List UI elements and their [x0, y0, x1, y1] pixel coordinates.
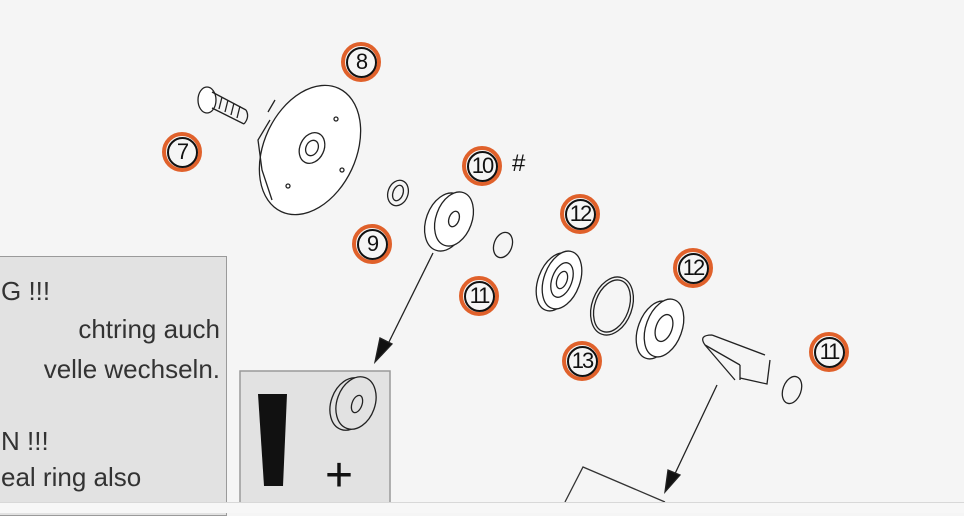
- bearing-part: [535, 250, 583, 312]
- callout-9[interactable]: 9: [352, 224, 392, 264]
- note-line: chtring auch: [78, 314, 220, 344]
- circlip-part: [781, 375, 803, 405]
- ring-part: [589, 276, 635, 336]
- callout-11[interactable]: 11: [809, 332, 849, 372]
- bearing-part: [635, 298, 685, 360]
- callout-13[interactable]: 13: [562, 341, 602, 381]
- shaft-part: [702, 334, 771, 385]
- note-line: velle wechseln.: [43, 354, 220, 384]
- warning-note: G !!! chtring auch velle wechseln. N !!!…: [0, 256, 227, 516]
- arrow: [373, 252, 718, 495]
- callout-7[interactable]: 7: [162, 132, 202, 172]
- screw-part: [197, 86, 249, 125]
- callout-12[interactable]: 12: [673, 248, 713, 288]
- circlip-part: [492, 231, 514, 259]
- callout-8[interactable]: 8: [341, 42, 381, 82]
- callout-11[interactable]: 11: [459, 276, 499, 316]
- note-line: eal ring also: [1, 462, 142, 492]
- hash-marker: #: [512, 150, 526, 177]
- plus-icon: +: [325, 449, 354, 502]
- callout-12[interactable]: 12: [560, 194, 600, 234]
- note-line: G !!!: [1, 276, 51, 306]
- seal-ring-part: [423, 191, 475, 252]
- impeller-part: [257, 84, 362, 216]
- inset-box: [564, 466, 666, 503]
- exclamation-icon: [258, 394, 287, 486]
- seal-part: [386, 179, 410, 207]
- callout-10[interactable]: 10: [462, 146, 502, 186]
- note-line: N !!!: [1, 426, 49, 456]
- bottom-bar: [0, 502, 964, 513]
